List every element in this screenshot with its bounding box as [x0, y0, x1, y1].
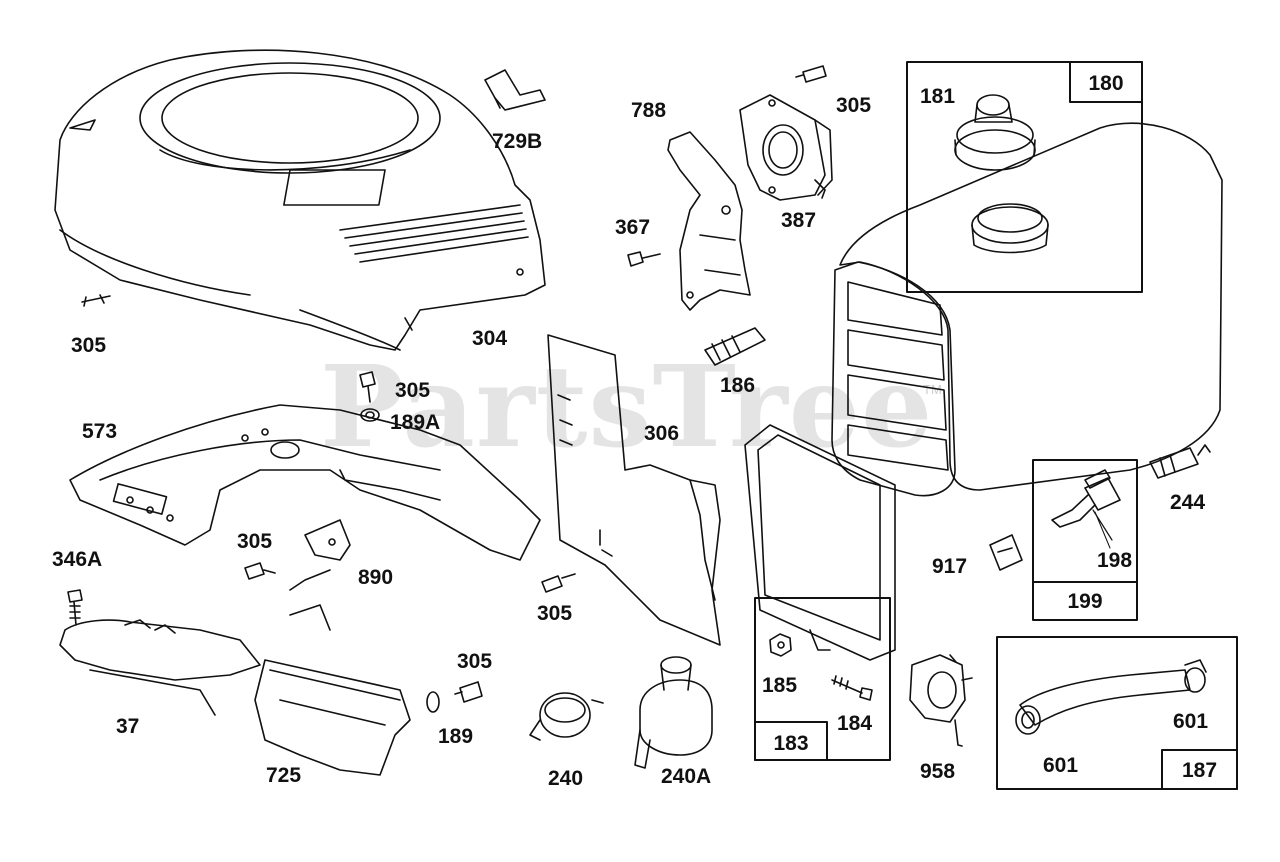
- part-725-plate[interactable]: [254, 659, 411, 776]
- label-387[interactable]: 387: [781, 209, 817, 232]
- leader-lines: [1094, 511, 1111, 549]
- part-729B-clip[interactable]: [484, 69, 546, 111]
- label-240A[interactable]: 240A: [661, 765, 712, 788]
- label-890[interactable]: 890: [358, 566, 394, 589]
- partstree-watermark: PartsTree: [320, 342, 934, 473]
- label-601[interactable]: 601: [1043, 754, 1079, 777]
- label-189[interactable]: 189: [438, 725, 474, 748]
- label-917[interactable]: 917: [932, 555, 968, 578]
- label-189A[interactable]: 189A: [390, 411, 441, 434]
- part-185-nut[interactable]: [769, 633, 792, 657]
- label-185[interactable]: 185: [762, 674, 798, 697]
- part-tank-strap[interactable]: [744, 424, 896, 661]
- part-37-plate[interactable]: [59, 619, 261, 716]
- part-346A-bolt[interactable]: [67, 589, 83, 626]
- label-958[interactable]: 958: [920, 760, 956, 783]
- part-305-screw-f[interactable]: [454, 681, 483, 703]
- label-183[interactable]: 183: [773, 732, 809, 755]
- label-305[interactable]: 305: [457, 650, 493, 673]
- label-180[interactable]: 180: [1088, 72, 1124, 95]
- trademark-mark: TM: [923, 382, 942, 397]
- box-183-tag: [754, 721, 828, 761]
- box-199: [1032, 459, 1138, 621]
- part-186-fitting[interactable]: [704, 327, 766, 366]
- part-305-screw-d[interactable]: [359, 371, 376, 403]
- box-187: [996, 636, 1238, 790]
- label-305[interactable]: 305: [71, 334, 107, 357]
- label-305[interactable]: 305: [395, 379, 431, 402]
- part-917-clip[interactable]: [989, 534, 1023, 571]
- label-244[interactable]: 244: [1170, 491, 1206, 514]
- label-725[interactable]: 725: [266, 764, 302, 787]
- box-180: [906, 61, 1143, 293]
- label-187[interactable]: 187: [1181, 759, 1218, 782]
- part-305-screw-a[interactable]: [81, 294, 111, 307]
- part-890-bracket[interactable]: [289, 519, 351, 631]
- part-305-screw-e[interactable]: [244, 562, 276, 580]
- label-729B[interactable]: 729B: [492, 130, 543, 153]
- part-189A-washer[interactable]: [360, 408, 380, 422]
- part-fuel-line[interactable]: [1015, 659, 1207, 735]
- label-37[interactable]: 37: [116, 715, 140, 738]
- label-573[interactable]: 573: [82, 420, 118, 443]
- label-240[interactable]: 240: [548, 767, 584, 790]
- label-304[interactable]: 304: [472, 327, 508, 350]
- part-184-bolt[interactable]: [831, 675, 873, 701]
- label-367[interactable]: 367: [615, 216, 651, 239]
- part-387-fuel-pump[interactable]: [739, 94, 833, 201]
- part-244-fitting[interactable]: [1149, 444, 1211, 479]
- box-180-tag: [1069, 61, 1143, 103]
- label-186[interactable]: 186: [720, 374, 756, 397]
- part-198-valve[interactable]: [1051, 469, 1121, 541]
- label-305[interactable]: 305: [537, 602, 573, 625]
- part-189-washer[interactable]: [426, 691, 440, 713]
- part-306-shield[interactable]: [547, 334, 721, 646]
- part-181-fuel-cap[interactable]: [954, 94, 1036, 171]
- label-181[interactable]: 181: [920, 85, 956, 108]
- part-573-baffle[interactable]: [69, 404, 541, 561]
- label-305[interactable]: 305: [836, 94, 872, 117]
- part-367-screw[interactable]: [627, 251, 661, 267]
- label-346A[interactable]: 346A: [52, 548, 103, 571]
- part-305-screw-c[interactable]: [541, 573, 576, 593]
- part-240-filter[interactable]: [529, 692, 604, 741]
- part-240A-filter[interactable]: [634, 656, 713, 769]
- label-601[interactable]: 601: [1173, 710, 1209, 733]
- part-fuel-tank[interactable]: [831, 122, 1223, 497]
- part-305-screw-b[interactable]: [795, 65, 827, 83]
- label-198[interactable]: 198: [1097, 549, 1133, 572]
- part-304-blower-housing[interactable]: [54, 49, 546, 351]
- label-305[interactable]: 305: [237, 530, 273, 553]
- label-306[interactable]: 306: [644, 422, 680, 445]
- label-199[interactable]: 199: [1067, 590, 1103, 613]
- part-958-valve[interactable]: [909, 654, 973, 747]
- part-788-bracket[interactable]: [667, 131, 751, 311]
- box-187-tag: [1161, 749, 1238, 790]
- label-184[interactable]: 184: [837, 712, 873, 735]
- label-788[interactable]: 788: [631, 99, 667, 122]
